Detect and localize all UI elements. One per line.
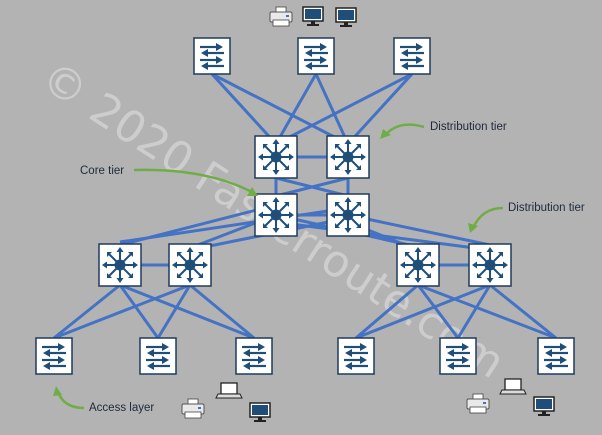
arrow-distribution-top bbox=[385, 123, 425, 135]
core-switch-4 bbox=[326, 193, 370, 237]
callout-arrowheads bbox=[53, 129, 478, 396]
printer-icon bbox=[269, 6, 293, 27]
access-switch-6 bbox=[536, 336, 576, 376]
label-distribution-tier-right: Distribution tier bbox=[508, 202, 585, 214]
access-switch-1 bbox=[34, 336, 74, 376]
access-switch-3 bbox=[234, 336, 274, 376]
printer-icon bbox=[181, 398, 205, 419]
core-switch-1 bbox=[254, 135, 298, 179]
top-switch-1 bbox=[192, 36, 232, 76]
label-distribution-tier-top: Distribution tier bbox=[430, 121, 507, 133]
access-switch-5 bbox=[438, 336, 478, 376]
arrow-access-layer bbox=[56, 391, 85, 410]
distribution-switch-right-2 bbox=[468, 243, 512, 287]
top-switch-3 bbox=[392, 36, 432, 76]
laptop-icon bbox=[499, 378, 527, 395]
printer-icon bbox=[466, 393, 490, 414]
monitor-icon bbox=[302, 6, 324, 27]
access-switch-2 bbox=[138, 336, 178, 376]
monitor-icon bbox=[335, 7, 357, 28]
distribution-switch-right-1 bbox=[396, 243, 440, 287]
core-switch-3 bbox=[254, 193, 298, 237]
access-switch-4 bbox=[336, 336, 376, 376]
label-core-tier: Core tier bbox=[80, 165, 124, 177]
top-switch-2 bbox=[296, 36, 336, 76]
core-switch-2 bbox=[326, 135, 370, 179]
distribution-switch-left-1 bbox=[98, 243, 142, 287]
arrow-distribution-right bbox=[471, 206, 504, 229]
laptop-icon bbox=[215, 382, 243, 399]
arrow-core-tier bbox=[133, 168, 253, 194]
monitor-icon bbox=[533, 396, 555, 417]
monitor-icon bbox=[249, 402, 271, 423]
label-access-layer: Access layer bbox=[89, 402, 154, 414]
distribution-switch-left-2 bbox=[168, 243, 212, 287]
